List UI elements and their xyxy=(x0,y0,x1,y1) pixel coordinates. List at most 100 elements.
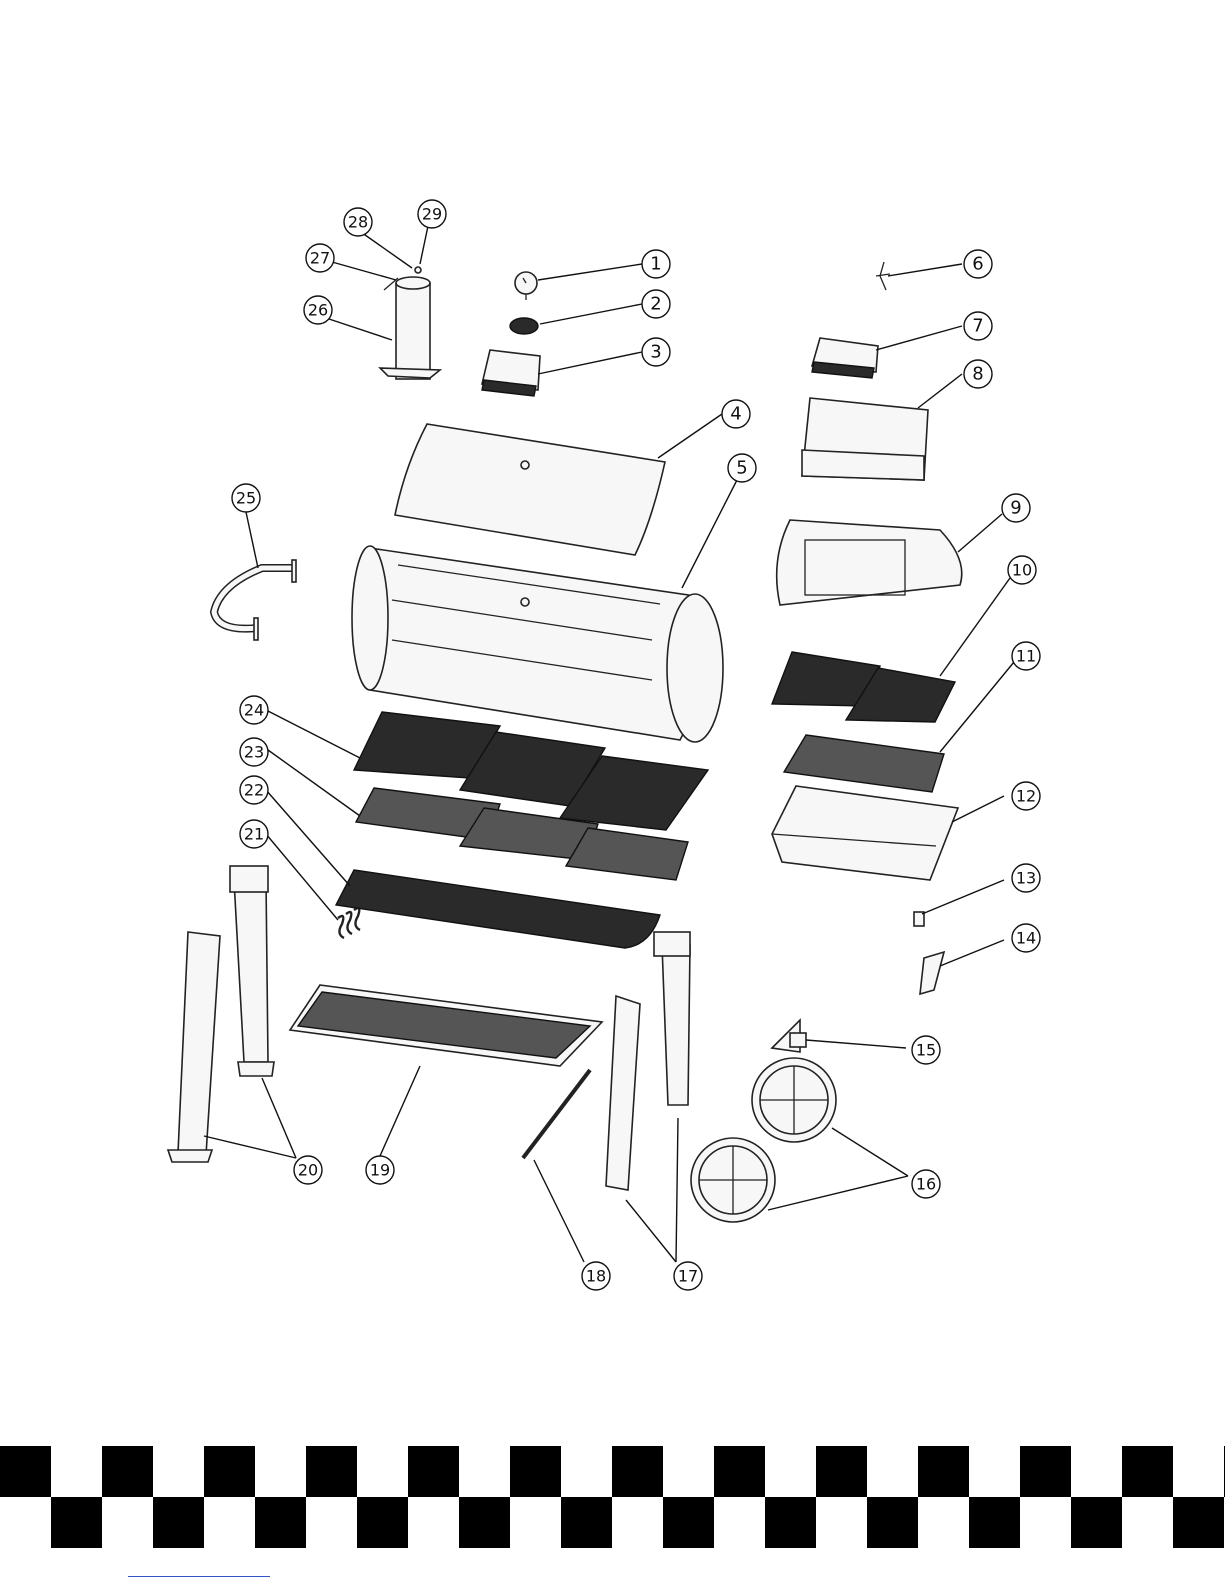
callout-17: 17 xyxy=(674,1262,702,1290)
svg-text:22: 22 xyxy=(244,781,264,800)
checker-square xyxy=(102,1497,153,1548)
checker-square xyxy=(357,1446,408,1497)
callout-9: 9 xyxy=(1002,494,1030,522)
callout-27: 27 xyxy=(306,244,334,272)
svg-text:25: 25 xyxy=(236,489,256,508)
svg-text:26: 26 xyxy=(308,301,328,320)
checker-square xyxy=(765,1446,816,1497)
right-vent-part xyxy=(812,338,878,378)
callout-6: 6 xyxy=(964,250,992,278)
callout-25: 25 xyxy=(232,484,260,512)
checker-square xyxy=(714,1497,765,1548)
svg-text:9: 9 xyxy=(1010,498,1021,519)
main-lid-part xyxy=(395,424,665,555)
right-rear-leg-part xyxy=(654,932,690,1105)
firebox-grate-upper-part xyxy=(772,652,955,722)
checker-square xyxy=(357,1497,408,1548)
svg-text:6: 6 xyxy=(972,254,983,275)
callout-11: 11 xyxy=(1012,642,1040,670)
svg-text:18: 18 xyxy=(586,1267,606,1286)
checker-square xyxy=(1020,1446,1071,1497)
thermometer-part xyxy=(515,272,537,300)
checker-square xyxy=(867,1497,918,1548)
left-vent-part xyxy=(482,350,540,396)
exploded-parts-diagram: 1 2 3 4 5 6 7 8 9 10 11 12 13 14 15 16 1… xyxy=(0,0,1225,1440)
callout-14: 14 xyxy=(1012,924,1040,952)
checker-square xyxy=(51,1446,102,1497)
firebox-box-part xyxy=(772,786,958,880)
svg-text:7: 7 xyxy=(972,316,983,337)
callout-13: 13 xyxy=(1012,864,1040,892)
damper-handle-part xyxy=(876,262,890,290)
svg-text:17: 17 xyxy=(678,1267,698,1286)
checker-square xyxy=(765,1497,816,1548)
checker-square xyxy=(459,1497,510,1548)
checker-square xyxy=(306,1446,357,1497)
svg-text:13: 13 xyxy=(1016,869,1036,888)
checker-square xyxy=(816,1497,867,1548)
main-chamber-part xyxy=(352,546,723,742)
svg-text:14: 14 xyxy=(1016,929,1036,948)
callout-7: 7 xyxy=(964,312,992,340)
svg-text:15: 15 xyxy=(916,1041,936,1060)
svg-text:29: 29 xyxy=(422,205,442,224)
checker-square xyxy=(408,1497,459,1548)
checker-square xyxy=(0,1497,51,1548)
bottom-underline-link[interactable] xyxy=(128,1576,270,1577)
checker-square xyxy=(1122,1446,1173,1497)
callout-4: 4 xyxy=(722,400,750,428)
checker-square xyxy=(306,1497,357,1548)
checker-square xyxy=(1173,1497,1224,1548)
callout-29: 29 xyxy=(418,200,446,228)
svg-text:19: 19 xyxy=(370,1161,390,1180)
checker-square xyxy=(255,1497,306,1548)
callout-15: 15 xyxy=(912,1036,940,1064)
checker-square xyxy=(1122,1497,1173,1548)
callout-22: 22 xyxy=(240,776,268,804)
axle-rod-part xyxy=(523,1070,590,1158)
right-front-leg-part xyxy=(606,996,640,1190)
svg-text:12: 12 xyxy=(1016,787,1036,806)
checker-square xyxy=(969,1446,1020,1497)
leader-lines xyxy=(204,226,1014,1262)
svg-text:1: 1 xyxy=(650,254,661,275)
callout-2: 2 xyxy=(642,290,670,318)
callout-10: 10 xyxy=(1008,556,1036,584)
damper-cap-part xyxy=(510,318,538,334)
callout-1: 1 xyxy=(642,250,670,278)
checker-square xyxy=(51,1497,102,1548)
checker-square xyxy=(408,1446,459,1497)
bottom-shelf-part xyxy=(290,985,602,1066)
callout-18: 18 xyxy=(582,1262,610,1290)
svg-text:20: 20 xyxy=(298,1161,318,1180)
checker-square xyxy=(204,1497,255,1548)
wheel-rear-part xyxy=(691,1138,775,1222)
checker-square xyxy=(561,1497,612,1548)
svg-text:28: 28 xyxy=(348,213,368,232)
checker-square xyxy=(816,1446,867,1497)
checker-square xyxy=(714,1446,765,1497)
svg-text:10: 10 xyxy=(1012,561,1032,580)
checker-square xyxy=(969,1497,1020,1548)
svg-text:8: 8 xyxy=(972,364,983,385)
checker-square xyxy=(102,1446,153,1497)
callout-24: 24 xyxy=(240,696,268,724)
checker-square xyxy=(663,1497,714,1548)
callout-26: 26 xyxy=(304,296,332,324)
checker-square xyxy=(561,1446,612,1497)
checker-square xyxy=(0,1446,51,1497)
left-rear-leg-part xyxy=(230,866,274,1076)
checker-square xyxy=(153,1446,204,1497)
firebox-lid-top-part xyxy=(802,398,928,480)
callout-21: 21 xyxy=(240,820,268,848)
wheel-front-part xyxy=(752,1058,836,1142)
svg-text:24: 24 xyxy=(244,701,264,720)
svg-text:5: 5 xyxy=(736,458,747,479)
damper-plate-part xyxy=(920,952,944,994)
checker-square xyxy=(918,1446,969,1497)
checker-square xyxy=(255,1446,306,1497)
checker-square xyxy=(663,1446,714,1497)
svg-text:27: 27 xyxy=(310,249,330,268)
side-handle-part xyxy=(214,560,296,640)
checker-square xyxy=(153,1497,204,1548)
